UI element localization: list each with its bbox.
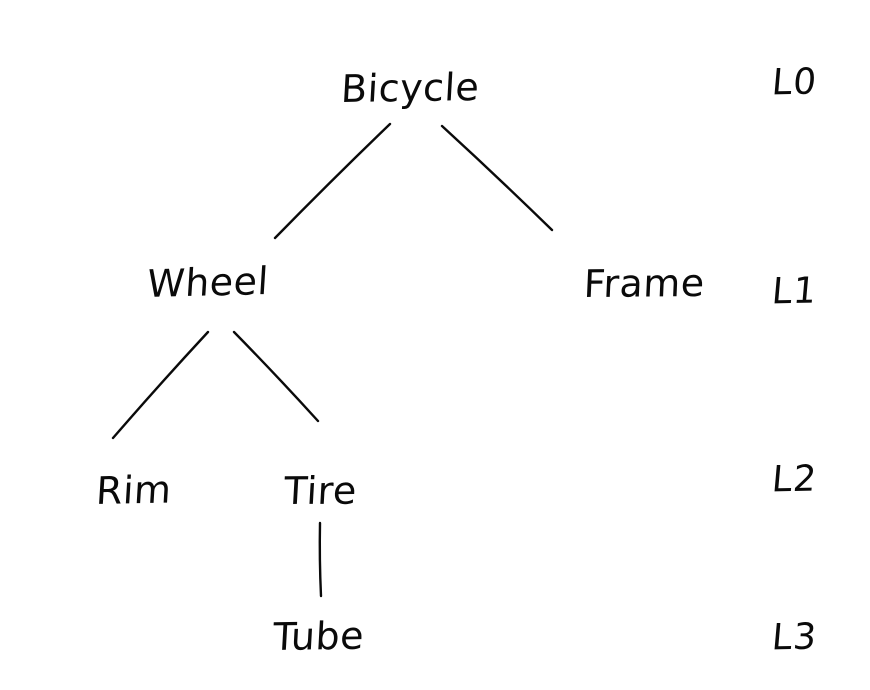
node-rim[interactable]: Rim: [94, 467, 173, 514]
edge-wheel-to-tire: [232, 330, 320, 423]
node-tire[interactable]: Tire: [282, 468, 359, 514]
edge-wheel-to-rim: [111, 330, 210, 440]
node-frame[interactable]: Frame: [582, 261, 706, 307]
level-label-l0: L0: [770, 61, 819, 104]
edge-bicycle-to-wheel: [273, 122, 392, 240]
level-label-l3: L3: [770, 616, 819, 659]
edge-tire-to-tube: [318, 521, 323, 598]
level-label-l1: L1: [770, 270, 819, 313]
node-bicycle[interactable]: Bicycle: [339, 65, 481, 112]
edge-bicycle-to-frame: [440, 124, 554, 232]
node-wheel[interactable]: Wheel: [145, 259, 271, 307]
level-label-l2: L2: [770, 458, 819, 501]
node-tube[interactable]: Tube: [271, 613, 366, 660]
